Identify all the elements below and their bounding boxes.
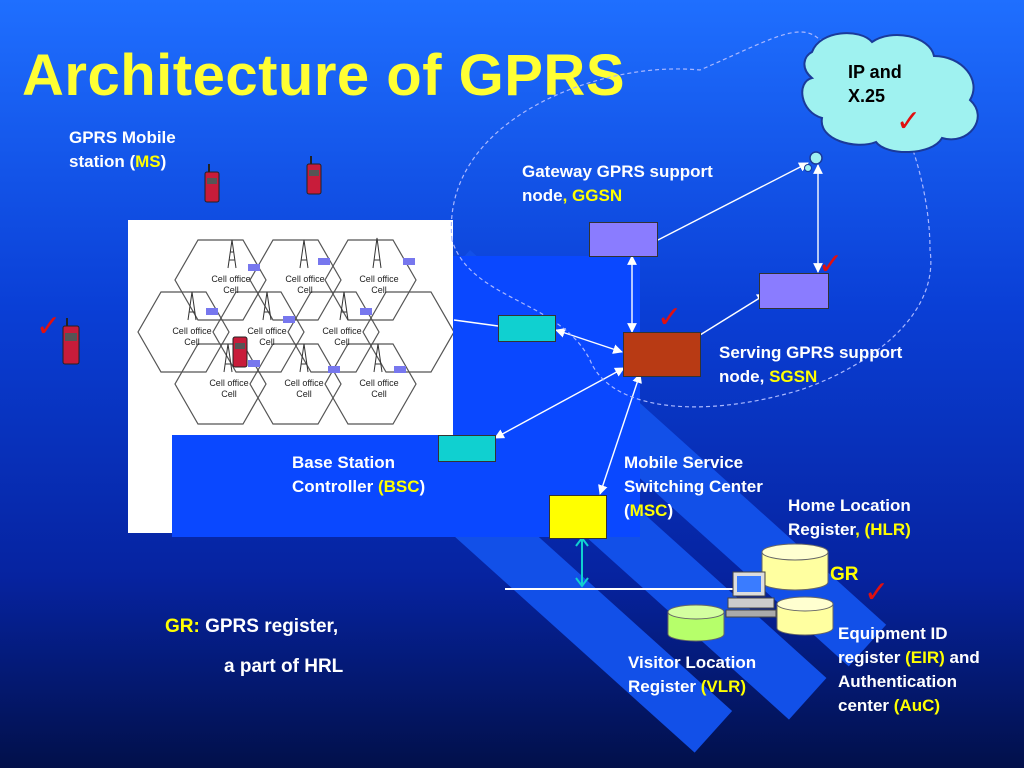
cloud-label: IP and X.25 <box>848 62 902 106</box>
cell-label: Cell <box>371 389 387 399</box>
bsc-label: Base Station Controller (BSC) <box>292 453 426 496</box>
hex-cell <box>249 343 342 425</box>
check-icon: ✓ <box>864 575 890 610</box>
station-marker <box>248 360 260 367</box>
station-marker <box>328 366 340 373</box>
cell-label: Cell <box>184 337 200 347</box>
mobile-phone-icon <box>62 318 80 365</box>
cell-label: Cell <box>371 285 387 295</box>
page-title: Architecture of GPRS <box>22 43 625 108</box>
station-marker <box>248 264 260 271</box>
link-bsc2-sgsn <box>494 367 625 439</box>
msc-label: Mobile Service Switching Center (MSC) <box>624 453 763 520</box>
cell-office-label: Cell office <box>211 274 250 284</box>
cell-label: Cell <box>334 337 350 347</box>
hex-cell <box>212 291 305 373</box>
station-marker <box>283 316 295 323</box>
msc-bus-link <box>575 536 589 588</box>
cell-office-label: Cell office <box>247 326 286 336</box>
hex-cell <box>362 291 455 373</box>
station-marker <box>403 258 415 265</box>
dashed-boundary <box>450 31 932 408</box>
hex-cell <box>324 343 417 425</box>
gr-label: GR <box>830 564 859 585</box>
database-icon <box>761 543 829 591</box>
eir-label: Equipment ID register (EIR) and Authenti… <box>838 624 980 715</box>
database-icon <box>667 604 725 642</box>
ggsn-label: Gateway GPRS support node, GGSN <box>522 162 713 205</box>
database-icon <box>776 596 834 636</box>
cell-label: Cell <box>297 285 313 295</box>
hex-cell <box>324 239 417 321</box>
cell-office-label: Cell office <box>359 274 398 284</box>
station-marker <box>394 366 406 373</box>
hex-cell <box>287 291 380 373</box>
hex-cell <box>249 239 342 321</box>
hex-cell <box>174 239 267 321</box>
check-icon: ✓ <box>657 300 683 335</box>
cell-label: Cell <box>259 337 275 347</box>
sgsn-box-2 <box>759 273 829 309</box>
bsc-box-2 <box>438 435 496 462</box>
station-marker <box>360 308 372 315</box>
cell-link <box>453 319 499 327</box>
msc-box <box>549 495 607 539</box>
cell-office-label: Cell office <box>359 378 398 388</box>
link-msc-sgsn <box>598 373 642 495</box>
vlr-label: Visitor Location Register (VLR) <box>628 653 757 696</box>
computer-icon <box>725 571 777 618</box>
check-icon: ✓ <box>896 104 922 139</box>
antenna-tower-icon <box>187 237 383 373</box>
link-sgsn-sgsn2 <box>699 293 767 336</box>
sgsn-label: Serving GPRS support node, SGSN <box>719 343 903 386</box>
gr-note-line2: a part of HRL <box>224 656 344 677</box>
hlr-label: Home Location Register, (HLR) <box>788 496 911 539</box>
cell-office-label: Cell office <box>172 326 211 336</box>
cell-label: Cell <box>221 389 237 399</box>
hex-cell <box>137 291 230 373</box>
station-marker <box>318 258 330 265</box>
cell-hex-grid: Cell office Cell Cell office Cell Cell o… <box>137 237 455 425</box>
cell-office-label: Cell office <box>284 378 323 388</box>
ms-label: GPRS Mobile station (MS) <box>69 128 176 171</box>
check-icon: ✓ <box>818 247 844 282</box>
gr-note: GR: GPRS register, <box>165 616 339 637</box>
sgsn-box <box>623 332 701 377</box>
cell-label: Cell <box>223 285 239 295</box>
link-bsc-sgsn <box>555 328 623 354</box>
station-marker <box>206 308 218 315</box>
ggsn-box <box>589 222 658 257</box>
cell-label: Cell <box>296 389 312 399</box>
cell-office-label: Cell office <box>209 378 248 388</box>
bsc-box <box>498 315 556 342</box>
cell-office-label: Cell office <box>285 274 324 284</box>
mobile-phone-icon <box>204 164 220 203</box>
mobile-phone-icon <box>232 336 248 368</box>
link-ggsn-cloud <box>655 162 809 242</box>
cloud-icon <box>801 32 979 172</box>
cell-office-label: Cell office <box>322 326 361 336</box>
mobile-phone-icon <box>306 156 322 195</box>
check-icon: ✓ <box>36 309 62 344</box>
